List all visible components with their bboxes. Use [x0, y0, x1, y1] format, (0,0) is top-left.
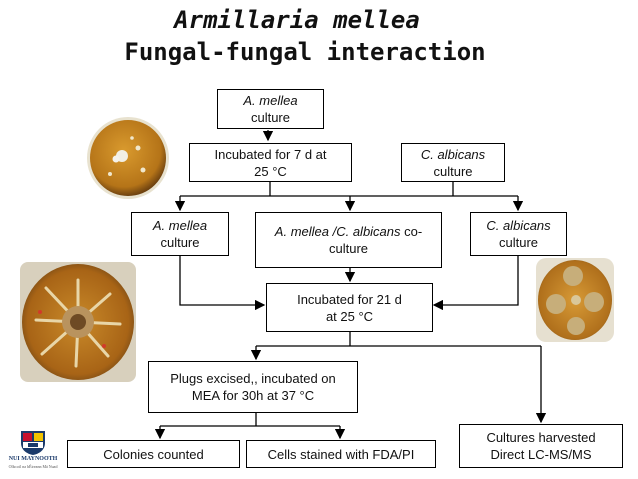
box-label: at 25 °C — [325, 308, 374, 324]
box-label-italic: C. albicans — [486, 218, 551, 233]
box-label: culture — [160, 235, 200, 250]
box-label: Cells stained with FDA/PI — [267, 446, 415, 462]
logo-name: NUI MAYNOOTH — [8, 456, 58, 462]
box-label: Direct LC-MS/MS — [490, 447, 592, 462]
colonies-counted-box: Colonies counted — [67, 440, 240, 468]
am-culture-box: A. mellea culture — [131, 212, 229, 256]
cells-stained-box: Cells stained with FDA/PI — [246, 440, 436, 468]
box-label: culture — [498, 235, 539, 250]
box-label: co-culture — [328, 224, 423, 256]
crest-icon — [21, 431, 45, 455]
plugs-box: Plugs excised,, incubated on MEA for 30h … — [148, 361, 358, 413]
box-label: culture — [433, 163, 473, 179]
box-label-italic: A. mellea /C. albicans — [274, 224, 401, 239]
logo-subtitle: Ollscoil na hÉireann Má Nuad — [8, 464, 58, 469]
box-label: Colonies counted — [103, 446, 204, 462]
box-label-italic: C. albicans — [420, 146, 486, 162]
box-label-italic: A. mellea — [243, 93, 298, 108]
arrow-am-to-incubate21 — [179, 256, 266, 311]
coculture-petri-dish-image — [20, 262, 136, 382]
slide-subtitle: Fungal-fungal interaction — [124, 38, 486, 66]
box-label: MEA for 30h at 37 °C — [191, 388, 315, 403]
box-label: 25 °C — [254, 163, 287, 179]
box-label: Incubated for 7 d at — [214, 146, 327, 162]
arrow-ca-to-incubate21 — [432, 256, 519, 311]
nui-maynooth-logo: NUI MAYNOOTH Ollscoil na hÉireann Má Nua… — [4, 430, 62, 476]
box-label: Plugs excised,, incubated on — [170, 371, 336, 386]
box-label: culture — [250, 110, 290, 125]
am-petri-dish-image — [87, 117, 169, 199]
ca-petri-dish-image — [536, 258, 614, 342]
ca-culture-box: C. albicans culture — [470, 212, 567, 256]
box-label: Incubated for 21 d — [297, 291, 402, 307]
box-label: Cultures harvested — [486, 430, 596, 445]
coculture-box: A. mellea /C. albicans co-culture — [255, 212, 442, 268]
box-label-italic: A. mellea — [152, 218, 208, 233]
slide-title: Armillaria mellea — [174, 6, 420, 34]
am-culture-start-box: A. mellea culture — [217, 89, 324, 129]
